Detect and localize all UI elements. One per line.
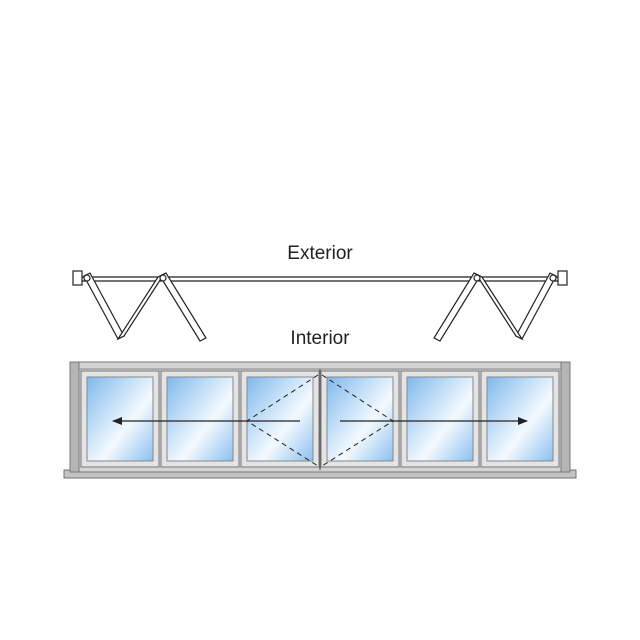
left-panel-stack bbox=[83, 272, 207, 342]
panel-4 bbox=[320, 370, 400, 468]
panel-3 bbox=[240, 370, 320, 468]
exterior-label: Exterior bbox=[287, 243, 353, 264]
plan-view bbox=[72, 270, 568, 342]
panel-1 bbox=[80, 370, 160, 468]
interior-label: Interior bbox=[290, 328, 350, 349]
left-jamb bbox=[72, 270, 83, 286]
right-panel-stack bbox=[433, 272, 557, 342]
elevation-view bbox=[63, 361, 577, 479]
panel-6 bbox=[480, 370, 560, 468]
right-jamb bbox=[557, 270, 568, 286]
panel-2 bbox=[160, 370, 240, 468]
panel-5 bbox=[400, 370, 480, 468]
